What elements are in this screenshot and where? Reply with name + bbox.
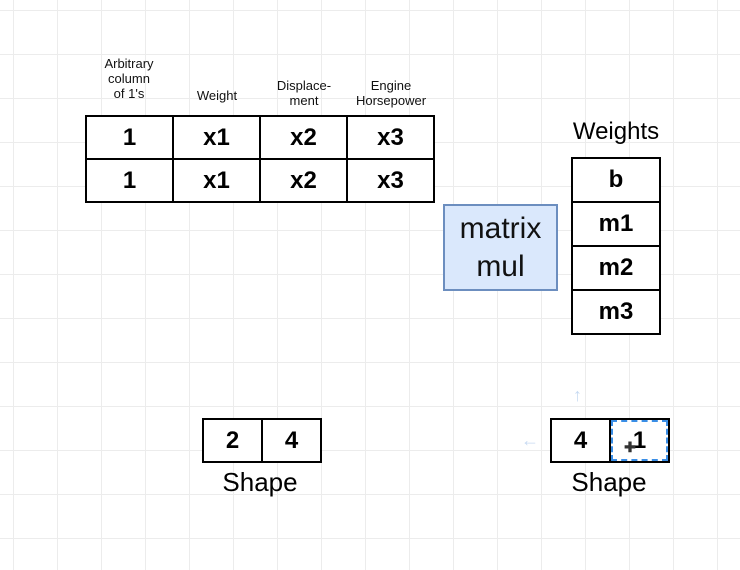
features-cell[interactable]: 1 bbox=[85, 158, 174, 203]
header-weight: Weight bbox=[196, 88, 238, 103]
shape-cell-value: 1 bbox=[632, 426, 647, 454]
features-shape-label: Shape bbox=[222, 467, 298, 497]
features-matrix[interactable]: 1 x1 x2 x3 1 x1 x2 x3 bbox=[85, 115, 435, 203]
shape-cell[interactable]: 4 bbox=[550, 418, 611, 463]
header-displacement: Displace- ment bbox=[276, 78, 332, 108]
features-cell[interactable]: x3 bbox=[346, 115, 435, 160]
weight-cell-m2[interactable]: m2 bbox=[571, 245, 661, 291]
move-cursor-icon: ✚ bbox=[624, 439, 636, 455]
arrow-up-icon[interactable]: ↑ bbox=[573, 385, 582, 405]
features-cell[interactable]: x2 bbox=[259, 158, 348, 203]
weights-matrix[interactable]: b m1 m2 m3 bbox=[571, 157, 661, 335]
features-cell[interactable]: x1 bbox=[172, 115, 261, 160]
weight-cell-b[interactable]: b bbox=[571, 157, 661, 203]
features-cell[interactable]: x1 bbox=[172, 158, 261, 203]
header-arbitrary-column: Arbitrary column of 1's bbox=[104, 56, 154, 101]
matrix-mul-box[interactable]: matrix mul bbox=[443, 204, 558, 291]
weights-title: Weights bbox=[572, 118, 660, 145]
features-cell[interactable]: x3 bbox=[346, 158, 435, 203]
shape-cell[interactable]: 4 bbox=[261, 418, 322, 463]
weight-cell-m1[interactable]: m1 bbox=[571, 201, 661, 247]
shape-cell[interactable]: 2 bbox=[202, 418, 263, 463]
header-engine-horsepower: Engine Horsepower bbox=[355, 78, 427, 108]
weights-shape-label: Shape bbox=[571, 467, 647, 497]
features-cell[interactable]: x2 bbox=[259, 115, 348, 160]
weights-shape-box[interactable]: 4 1 ✚ bbox=[550, 418, 670, 463]
features-row: 1 x1 x2 x3 bbox=[85, 158, 435, 203]
weight-cell-m3[interactable]: m3 bbox=[571, 289, 661, 335]
arrow-left-icon[interactable]: ← bbox=[521, 430, 539, 450]
features-cell[interactable]: 1 bbox=[85, 115, 174, 160]
features-row: 1 x1 x2 x3 bbox=[85, 115, 435, 160]
shape-cell-selected[interactable]: 1 ✚ bbox=[609, 418, 670, 463]
features-shape-box[interactable]: 2 4 bbox=[202, 418, 322, 463]
